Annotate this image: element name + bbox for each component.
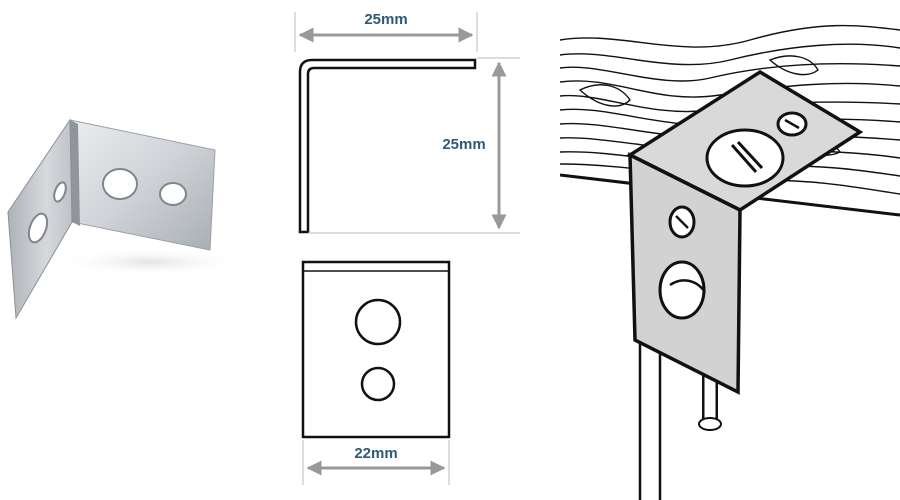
bracket-mounted-on-wood-illustration-icon [560, 10, 900, 500]
bracket-small-hole [159, 182, 187, 206]
bottom-dimension-label: 22mm [354, 445, 397, 462]
front-view-small-hole [360, 366, 396, 402]
bracket-large-hole [102, 168, 138, 200]
bracket-back-face [69, 119, 216, 251]
screw-large-icon [705, 128, 785, 188]
bracket-front-large-hole [27, 212, 49, 244]
top-dimension-label: 25mm [364, 11, 407, 28]
bracket-technical-drawing-icon: 25mm 25mm 22mm [294, 11, 520, 485]
front-view-large-hole [354, 298, 402, 346]
bracket-photo-panel [0, 0, 260, 500]
bracket-front-view [301, 260, 451, 439]
bracket-mounted-illustration-panel [560, 0, 900, 500]
bracket-front-small-hole [53, 181, 67, 203]
screw-small-icon [776, 111, 808, 137]
bracket-front-large-hole-illustration [658, 260, 706, 320]
bracket-bend-edge [70, 120, 80, 226]
bracket-side-profile [298, 58, 477, 234]
metal-bracket-photo-icon [7, 118, 245, 320]
bracket-drawing-panel: 25mm 25mm 22mm [270, 0, 540, 500]
bracket-shadow [55, 248, 245, 276]
side-dimension-label: 25mm [442, 136, 485, 153]
